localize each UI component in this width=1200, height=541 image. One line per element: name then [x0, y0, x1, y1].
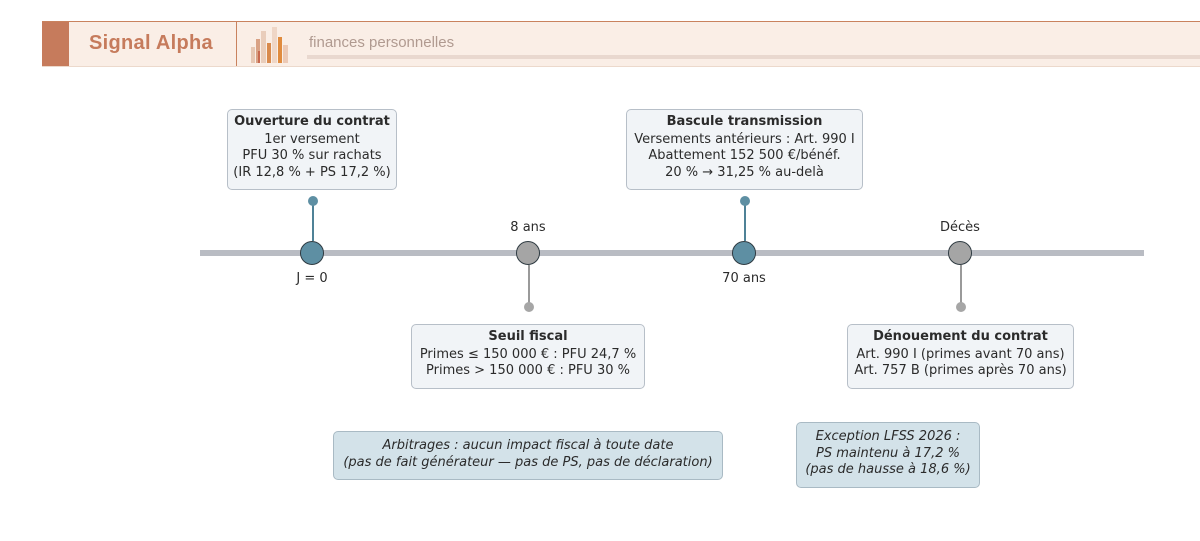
- note-line: (pas de hausse à 18,6 %): [805, 462, 971, 477]
- header-accent-swatch: [42, 22, 69, 66]
- note-line: Arbitrages : aucun impact fiscal à toute…: [382, 438, 674, 453]
- stem-ouverture: [312, 201, 314, 241]
- box-title: Bascule transmission: [666, 114, 823, 129]
- note-arbitrages: Arbitrages : aucun impact fiscal à toute…: [333, 431, 723, 480]
- box-line: (IR 12,8 % + PS 17,2 %): [233, 164, 391, 180]
- note-line: (pas de fait générateur — pas de PS, pas…: [343, 454, 713, 470]
- box-title: Dénouement du contrat: [873, 329, 1048, 344]
- box-bascule-transmission: Bascule transmission Versements antérieu…: [626, 109, 863, 190]
- note-exception-lfss: Exception LFSS 2026 : PS maintenu à 17,2…: [796, 422, 980, 488]
- box-line: Abattement 152 500 €/bénéf.: [648, 148, 841, 163]
- stem-bascule: [744, 201, 746, 241]
- milestone-label-j0: J = 0: [296, 271, 328, 286]
- tagline-underline: [307, 55, 1200, 59]
- stem-denouement: [960, 265, 962, 303]
- milestone-label-deces: Décès: [940, 220, 980, 235]
- box-line: Art. 757 B (primes après 70 ans): [854, 363, 1067, 378]
- box-seuil-fiscal: Seuil fiscal Primes ≤ 150 000 € : PFU 24…: [411, 324, 645, 389]
- milestone-node-deces[interactable]: [948, 241, 972, 265]
- milestone-node-70ans[interactable]: [732, 241, 756, 265]
- box-line: Art. 990 I (primes avant 70 ans): [856, 346, 1065, 362]
- box-line: Versements antérieurs : Art. 990 I: [634, 131, 855, 147]
- tagline: finances personnelles: [309, 34, 455, 51]
- header-bar: Signal Alpha finances personnelles: [42, 21, 1200, 67]
- box-line: 20 % → 31,25 % au-delà: [665, 164, 824, 180]
- stem-dot-ouverture: [308, 196, 318, 206]
- box-ouverture-contrat: Ouverture du contrat 1er versement PFU 3…: [227, 109, 397, 190]
- box-title: Ouverture du contrat: [234, 114, 390, 129]
- milestone-node-8ans[interactable]: [516, 241, 540, 265]
- box-denouement-contrat: Dénouement du contrat Art. 990 I (primes…: [847, 324, 1074, 389]
- box-line: 1er versement: [264, 131, 360, 147]
- box-title: Seuil fiscal: [488, 329, 568, 344]
- milestone-label-70ans: 70 ans: [722, 271, 766, 286]
- stem-seuil: [528, 265, 530, 303]
- note-line: PS maintenu à 17,2 %: [816, 445, 960, 461]
- box-line: Primes > 150 000 € : PFU 30 %: [426, 363, 630, 378]
- milestone-node-j0[interactable]: [300, 241, 324, 265]
- header-divider: [236, 22, 237, 66]
- stem-dot-bascule: [740, 196, 750, 206]
- milestone-label-8ans: 8 ans: [510, 220, 546, 235]
- box-line: Primes ≤ 150 000 € : PFU 24,7 %: [419, 346, 637, 362]
- box-line: PFU 30 % sur rachats: [242, 148, 382, 163]
- timeline-axis: [200, 250, 1144, 256]
- brand-name[interactable]: Signal Alpha: [89, 32, 213, 54]
- stem-dot-denouement: [956, 302, 966, 312]
- bar-chart-logo-icon: [251, 27, 288, 63]
- note-line: Exception LFSS 2026 :: [815, 429, 961, 444]
- stem-dot-seuil: [524, 302, 534, 312]
